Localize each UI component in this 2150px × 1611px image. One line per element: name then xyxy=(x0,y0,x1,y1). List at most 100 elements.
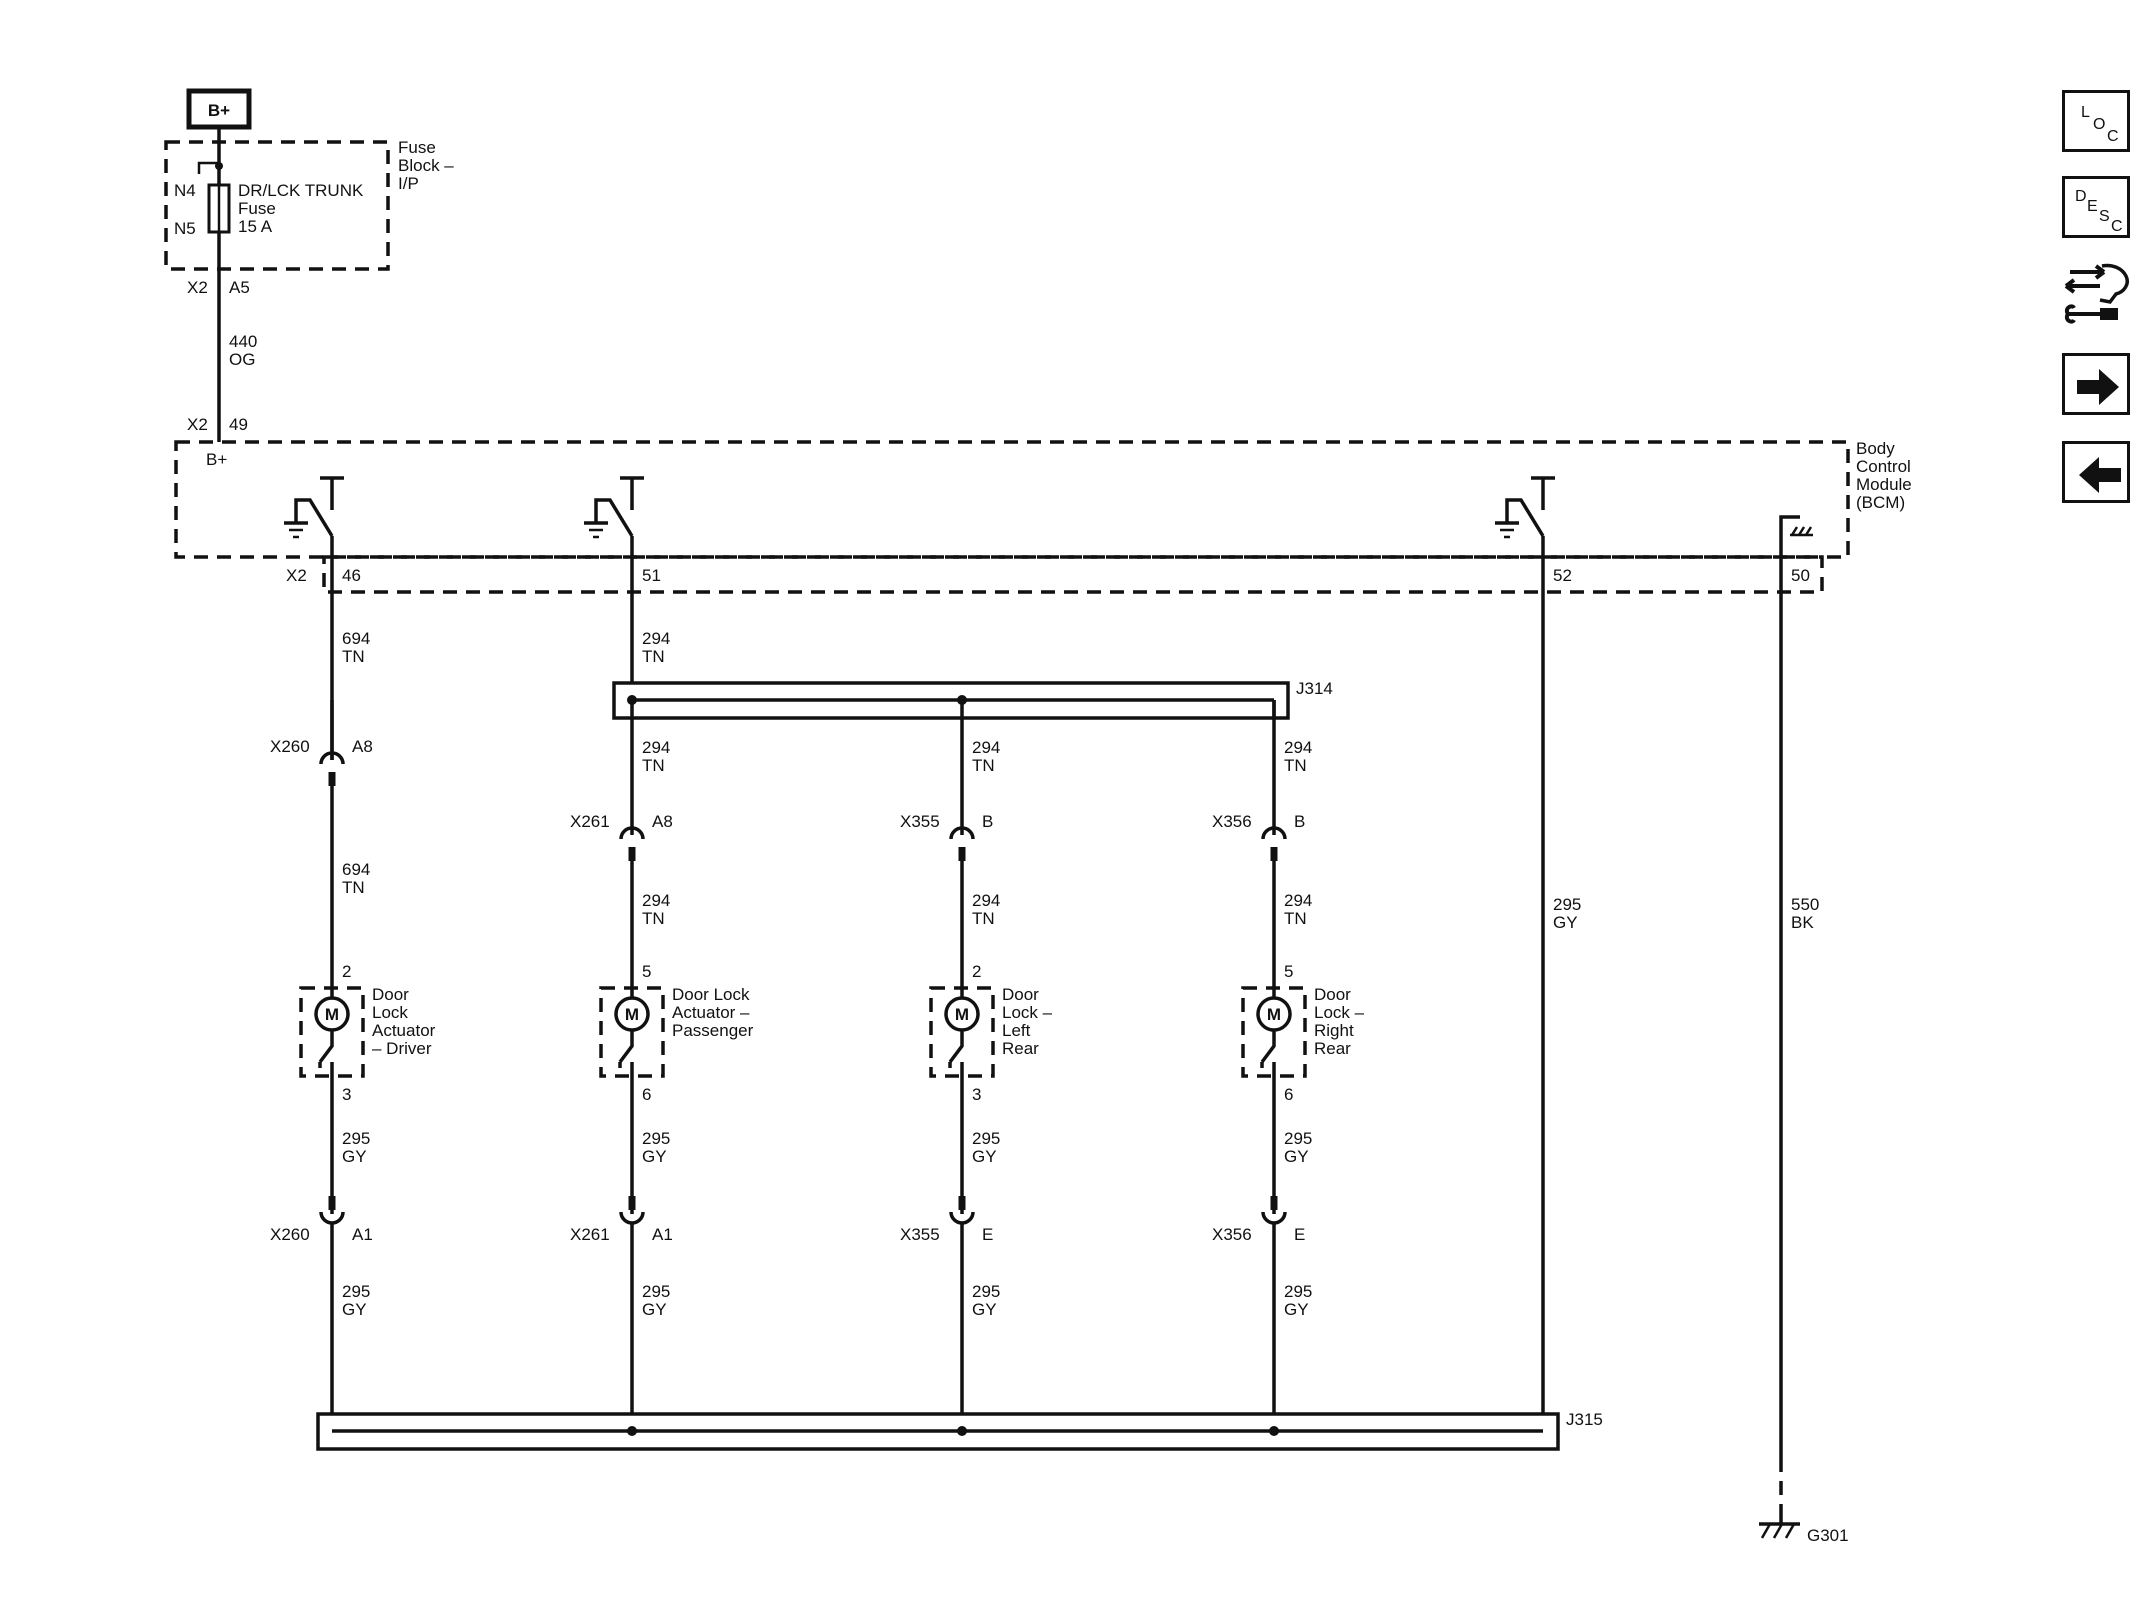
driver-connector-top-icon xyxy=(319,751,345,765)
right-rear-splice-wire-color: TN xyxy=(1284,756,1307,775)
driver-actuator-label-2: Lock xyxy=(372,1003,408,1022)
bcm-name-3: Module xyxy=(1856,475,1912,494)
left-rear-motor-symbol: M xyxy=(955,1005,969,1024)
driver-connector-top-pin: A8 xyxy=(352,737,373,756)
bcm-out-connector: X2 xyxy=(286,566,307,585)
left-rear-actuator-label-4: Rear xyxy=(1002,1039,1039,1058)
passenger-lower-wire2-circuit: 295 xyxy=(642,1282,670,1301)
left-rear-lower-wire2-circuit: 295 xyxy=(972,1282,1000,1301)
bcm-in-label: B+ xyxy=(206,450,227,469)
driver-connector-bottom-pin: A1 xyxy=(352,1225,373,1244)
splice-j315: J315 xyxy=(316,1410,1603,1451)
passenger-lower-wire2-color: GY xyxy=(642,1300,667,1319)
description-button[interactable]: D E S C xyxy=(2062,176,2130,238)
driver-lower-wire1-circuit: 295 xyxy=(342,1129,370,1148)
passenger-lower-wire1-circuit: 295 xyxy=(642,1129,670,1148)
right-rear-mid-wire-color: TN xyxy=(1284,909,1307,928)
right-rear-lower-wire1-circuit: 295 xyxy=(1284,1129,1312,1148)
passenger-actuator-pin-top: 5 xyxy=(642,962,651,981)
fuse-block-name-2: Block – xyxy=(398,156,454,175)
left-rear-actuator-label-1: Door xyxy=(1002,985,1039,1004)
bcm-pin-52: 52 xyxy=(1553,566,1572,585)
arrow-right-icon xyxy=(2077,369,2119,405)
left-rear-lower-wire2-color: GY xyxy=(972,1300,997,1319)
left-rear-splice-wire-color: TN xyxy=(972,756,995,775)
passenger-actuator-label-2: Actuator – xyxy=(672,1003,750,1022)
bcm-name-2: Control xyxy=(1856,457,1911,476)
previous-page-button[interactable] xyxy=(2062,441,2130,503)
passenger-mid-wire-circuit: 294 xyxy=(642,891,670,910)
bcm-switch-passenger xyxy=(584,476,644,565)
left-rear-actuator-pin-top: 2 xyxy=(972,962,981,981)
left-rear-actuator-pin-bottom: 3 xyxy=(972,1085,981,1104)
fuse-pin-bottom: N5 xyxy=(174,219,196,238)
desc-letter-s: S xyxy=(2099,208,2110,225)
left-rear-lower-wire1-circuit: 295 xyxy=(972,1129,1000,1148)
splice-j314-label: J314 xyxy=(1296,679,1333,698)
bcm-switch-driver xyxy=(284,476,344,565)
right-rear-connector-bottom-pin: E xyxy=(1294,1225,1305,1244)
bcm-in-connector: X2 xyxy=(187,415,208,434)
passenger-connector-top-name: X261 xyxy=(570,812,610,831)
left-rear-mid-wire-color: TN xyxy=(972,909,995,928)
right-rear-actuator-label-3: Right xyxy=(1314,1021,1354,1040)
right-rear-connector-top-icon xyxy=(1261,826,1287,840)
passenger-actuator-pin-bottom: 6 xyxy=(642,1085,651,1104)
return-wire-circuit: 295 xyxy=(1553,895,1581,914)
passenger-connector-bottom-name: X261 xyxy=(570,1225,610,1244)
driver-actuator-label-4: – Driver xyxy=(372,1039,432,1058)
driver-lower-wire2-circuit: 295 xyxy=(342,1282,370,1301)
driver-connector-bottom-name: X260 xyxy=(270,1225,310,1244)
driver-actuator-label-3: Actuator xyxy=(372,1021,436,1040)
fuse-block: Fuse Block – I/P N4 N5 DR/LCK TRUNK Fuse… xyxy=(164,138,454,271)
bcm-switch-rear xyxy=(1495,476,1555,565)
right-rear-connector-bottom-name: X356 xyxy=(1212,1225,1252,1244)
right-rear-lower-wire2-color: GY xyxy=(1284,1300,1309,1319)
desc-letter-c: C xyxy=(2111,218,2123,235)
passenger-actuator-label-3: Passenger xyxy=(672,1021,754,1040)
left-rear-connector-top-icon xyxy=(949,826,975,840)
right-rear-lower-wire2-circuit: 295 xyxy=(1284,1282,1312,1301)
left-rear-lower-wire1-color: GY xyxy=(972,1147,997,1166)
location-button[interactable]: L O C xyxy=(2062,90,2130,152)
bcm-in-pin: 49 xyxy=(229,415,248,434)
right-rear-door-lock-actuator: M xyxy=(1241,986,1307,1078)
right-rear-motor-symbol: M xyxy=(1267,1005,1281,1024)
passenger-actuator-label-1: Door Lock xyxy=(672,985,750,1004)
passenger-lower-wire1-color: GY xyxy=(642,1147,667,1166)
driver-lower-wire1-color: GY xyxy=(342,1147,367,1166)
right-rear-actuator-label-2: Lock – xyxy=(1314,1003,1365,1022)
driver-mid-wire-circuit: 694 xyxy=(342,860,370,879)
left-rear-splice-wire-circuit: 294 xyxy=(972,738,1000,757)
left-rear-connector-top-name: X355 xyxy=(900,812,940,831)
battery-source: B+ xyxy=(186,88,252,130)
left-rear-connector-bottom-name: X355 xyxy=(900,1225,940,1244)
ground-g301-icon xyxy=(1759,1512,1800,1539)
fuse-label-1: DR/LCK TRUNK xyxy=(238,181,364,200)
left-rear-door-lock-actuator: M xyxy=(929,986,995,1078)
bcm-name-4: (BCM) xyxy=(1856,493,1905,512)
passenger-mid-wire-color: TN xyxy=(642,909,665,928)
desc-letter-d: D xyxy=(2075,188,2087,205)
feed-wire-circuit: 440 xyxy=(229,332,257,351)
bcm-ground-icon xyxy=(1779,515,1813,565)
next-page-button[interactable] xyxy=(2062,353,2130,415)
right-rear-actuator-label-4: Rear xyxy=(1314,1039,1351,1058)
bcm-pin-50: 50 xyxy=(1791,566,1810,585)
right-rear-lower-wire1-color: GY xyxy=(1284,1147,1309,1166)
service-info-button[interactable] xyxy=(2060,258,2134,330)
right-rear-actuator-pin-top: 5 xyxy=(1284,962,1293,981)
left-rear-connector-top-pin: B xyxy=(982,812,993,831)
fuse-pin-top: N4 xyxy=(174,181,196,200)
right-rear-mid-wire-circuit: 294 xyxy=(1284,891,1312,910)
driver-motor-symbol: M xyxy=(325,1005,339,1024)
bcm-module: B+ Body Control Module (BCM) xyxy=(174,439,1912,594)
splice-j315-label: J315 xyxy=(1566,1410,1603,1429)
ground-g301-label: G301 xyxy=(1807,1526,1849,1545)
fuse-label-3: 15 A xyxy=(238,217,273,236)
bcm-name-1: Body xyxy=(1856,439,1895,458)
